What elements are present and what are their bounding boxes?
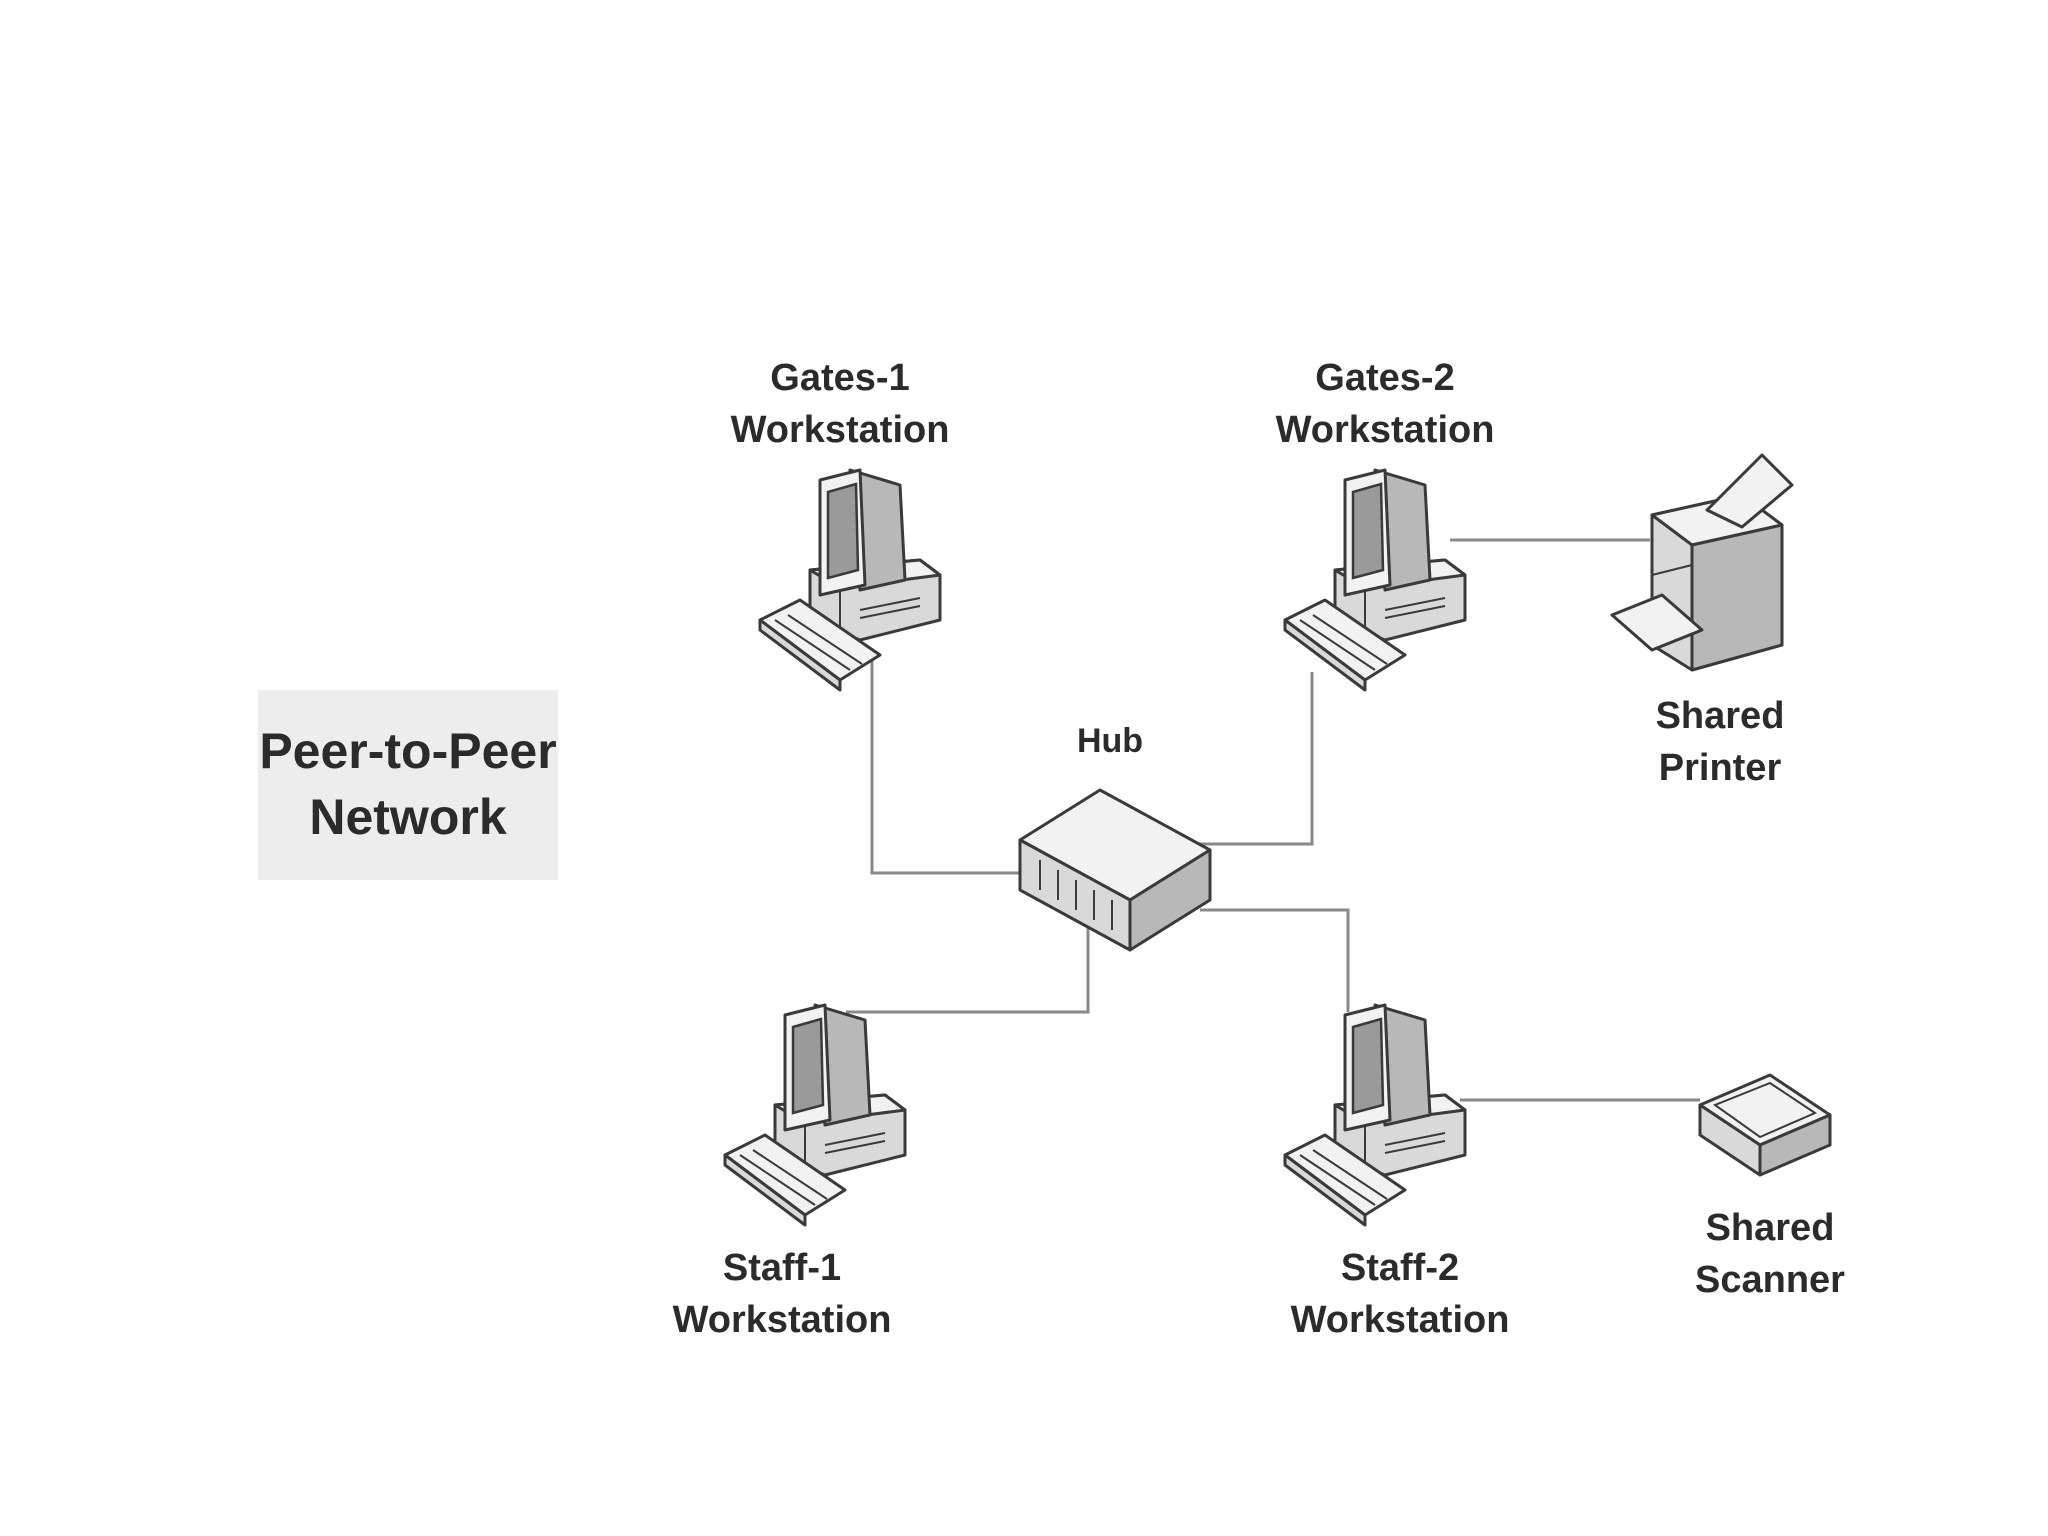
- gates2-label-line2: Workstation: [1276, 409, 1495, 451]
- workstation-icon: [1283, 468, 1467, 692]
- gates2-label-line1: Gates-2: [1315, 357, 1454, 399]
- gates1-label-line1: Gates-1: [770, 357, 909, 399]
- wire-gates2-hub: [1190, 672, 1314, 846]
- staff1-label-line1: Staff-1: [723, 1247, 841, 1289]
- scanner-icon: [1698, 1073, 1832, 1177]
- title-line1: Peer-to-Peer: [259, 723, 556, 779]
- scanner-label-line2: Scanner: [1695, 1259, 1845, 1301]
- hub-node[interactable]: Hub: [1018, 722, 1212, 952]
- scanner-label-line1: Shared: [1706, 1207, 1835, 1249]
- network-wires: [846, 538, 1700, 1102]
- staff1-node[interactable]: Staff-1 Workstation: [673, 1003, 907, 1341]
- gates1-node[interactable]: Gates-1 Workstation: [731, 357, 950, 692]
- staff2-label-line2: Workstation: [1291, 1299, 1510, 1341]
- title-line2: Network: [309, 789, 506, 845]
- wire-staff1-hub: [846, 920, 1090, 1014]
- gates1-label-line2: Workstation: [731, 409, 950, 451]
- hub-icon: [1018, 788, 1212, 952]
- printer-label-line1: Shared: [1656, 695, 1785, 737]
- scanner-node[interactable]: Shared Scanner: [1695, 1073, 1845, 1301]
- printer-node[interactable]: Shared Printer: [1610, 453, 1794, 789]
- gates2-node[interactable]: Gates-2 Workstation: [1276, 357, 1495, 692]
- staff2-label-line1: Staff-2: [1341, 1247, 1459, 1289]
- staff2-node[interactable]: Staff-2 Workstation: [1283, 1003, 1510, 1341]
- hub-label: Hub: [1077, 722, 1143, 760]
- workstation-icon: [723, 1003, 907, 1227]
- title-box: [258, 690, 558, 880]
- workstation-icon: [758, 468, 942, 692]
- printer-label-line2: Printer: [1659, 747, 1782, 789]
- printer-icon: [1610, 453, 1794, 672]
- wire-staff2-hub: [1200, 908, 1350, 1012]
- workstation-icon: [1283, 1003, 1467, 1227]
- staff1-label-line2: Workstation: [673, 1299, 892, 1341]
- wire-gates1-hub: [870, 650, 1030, 875]
